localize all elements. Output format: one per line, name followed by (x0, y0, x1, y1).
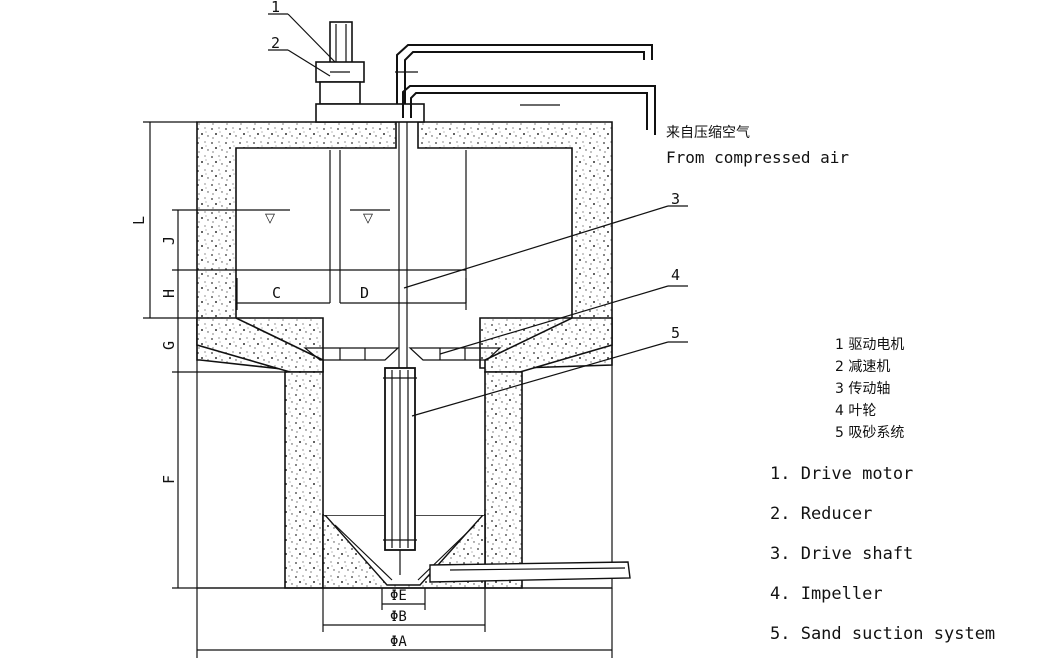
air-label-cn: 来自压缩空气 (666, 125, 750, 141)
legend-cn: 1 驱动电机 2 减速机 3 传动轴 4 叶轮 5 吸砂系统 (835, 337, 904, 441)
callout-leaders (268, 13, 688, 417)
dimension-lines (143, 121, 613, 658)
air-label-en: From compressed air (666, 148, 849, 167)
dim-label-C: C (272, 284, 281, 302)
legend-cn-item: 5 吸砂系统 (835, 425, 904, 441)
dim-label-F: F (160, 475, 178, 484)
legend-cn-item: 1 驱动电机 (835, 337, 904, 353)
dim-label-L: L (130, 216, 148, 225)
legend-en-item: 3. Drive shaft (770, 544, 913, 564)
tank-outline (196, 345, 613, 589)
callout-1: 1 (271, 0, 280, 16)
impeller (303, 347, 502, 361)
legend-en-item: 4. Impeller (770, 584, 883, 604)
callout-5: 5 (671, 324, 680, 342)
discharge-pipe (429, 561, 631, 583)
water-level-symbol-left: ▽ (265, 211, 275, 226)
legend-en-item: 2. Reducer (770, 504, 872, 524)
legend-en: 1. Drive motor 2. Reducer 3. Drive shaft… (770, 464, 995, 644)
drive-motor (315, 21, 425, 123)
dim-label-G: G (160, 341, 178, 350)
dim-label-D: D (360, 284, 369, 302)
air-pipe (395, 44, 656, 135)
callout-3: 3 (671, 190, 680, 208)
legend-cn-item: 2 减速机 (835, 359, 890, 375)
dim-label-phiA: ΦA (390, 634, 407, 650)
dim-label-phiE: ΦE (390, 588, 407, 604)
legend-cn-item: 4 叶轮 (835, 403, 876, 419)
callout-4: 4 (671, 266, 680, 284)
dim-label-phiB: ΦB (390, 609, 407, 625)
water-level-marks: ▽ ▽ (252, 209, 390, 226)
dim-label-H: H (160, 289, 178, 298)
baffle-lines (329, 150, 467, 303)
water-level-symbol-right: ▽ (363, 211, 373, 226)
dim-label-J: J (160, 236, 178, 245)
legend-en-item: 1. Drive motor (770, 464, 913, 484)
drive-shaft (398, 115, 408, 370)
callout-2: 2 (271, 34, 280, 52)
legend-cn-item: 3 传动轴 (835, 381, 890, 397)
sand-suction-tube (383, 367, 417, 575)
legend-en-item: 5. Sand suction system (770, 624, 995, 644)
